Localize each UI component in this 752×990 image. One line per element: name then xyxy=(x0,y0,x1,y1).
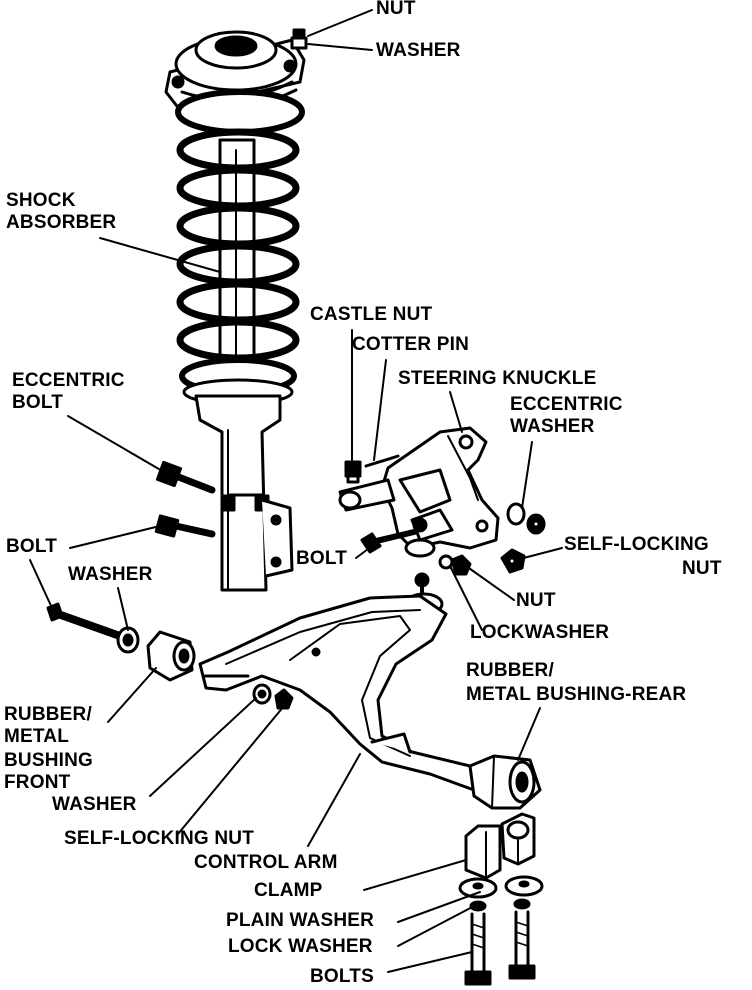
leader-lines xyxy=(29,9,563,973)
label-clamp: CLAMP xyxy=(254,880,323,901)
label-nut-mid: NUT xyxy=(516,590,556,611)
front-washer-shape xyxy=(116,626,140,654)
label-shock-absorber-line1: SHOCK xyxy=(6,190,76,211)
eccentric-washer-shape xyxy=(506,502,546,535)
castle-nut-shape xyxy=(344,460,362,484)
label-washer-top: WASHER xyxy=(376,40,461,61)
label-bolts: BOLTS xyxy=(310,966,374,987)
label-bushing-front-line2: METAL xyxy=(4,726,70,747)
label-self-locking-nut-right-line1: SELF-LOCKING xyxy=(564,534,709,555)
strut-lower-bolt-shape xyxy=(154,514,216,538)
label-plain-washer: PLAIN WASHER xyxy=(226,910,375,931)
label-eccentric-washer-line2: WASHER xyxy=(510,416,595,437)
label-lock-washer: LOCK WASHER xyxy=(228,936,373,957)
label-nut-top: NUT xyxy=(376,0,416,19)
label-shock-absorber-line2: ABSORBER xyxy=(6,212,117,233)
label-washer-bottom: WASHER xyxy=(52,794,137,815)
label-bushing-rear-line2: METAL BUSHING-REAR xyxy=(466,684,687,705)
shock-absorber-body xyxy=(194,394,294,592)
label-eccentric-bolt-line1: ECCENTRIC xyxy=(12,370,125,391)
label-bushing-rear-line1: RUBBER/ xyxy=(466,660,554,681)
front-washer-nut-shape xyxy=(252,683,294,710)
label-bushing-front-line4: FRONT xyxy=(4,772,71,793)
clamp-shape xyxy=(464,812,536,880)
control-arm-shape xyxy=(198,594,476,792)
eccentric-bolt-shape xyxy=(155,460,216,494)
lockwasher-nut-shape xyxy=(438,554,472,576)
label-bushing-front-line1: RUBBER/ xyxy=(4,704,92,725)
lock-washers-shape xyxy=(469,898,531,912)
label-washer-left: WASHER xyxy=(68,564,153,585)
label-self-locking-nut-bottom: SELF-LOCKING NUT xyxy=(64,828,255,849)
bottom-bolts-shape xyxy=(464,910,536,986)
label-steering-knuckle: STEERING KNUCKLE xyxy=(398,368,597,389)
label-lockwasher: LOCKWASHER xyxy=(470,622,610,643)
cotter-pin-shape xyxy=(364,454,400,468)
label-control-arm: CONTROL ARM xyxy=(194,852,338,873)
label-eccentric-washer-line1: ECCENTRIC xyxy=(510,394,623,415)
self-locking-nut-right-shape xyxy=(500,548,526,574)
label-eccentric-bolt-line2: BOLT xyxy=(12,392,64,413)
label-self-locking-nut-right-line2: NUT xyxy=(682,558,722,579)
label-bolt-left: BOLT xyxy=(6,536,58,557)
coil-spring xyxy=(175,89,305,406)
knuckle-bolt-shape xyxy=(360,529,417,554)
top-washer xyxy=(290,28,308,50)
label-castle-nut: CASTLE NUT xyxy=(310,304,433,325)
label-bushing-front-line3: BUSHING xyxy=(4,750,94,771)
front-bolt-shape xyxy=(46,602,124,640)
rear-bushing-shape xyxy=(468,754,542,810)
label-bolt-mid: BOLT xyxy=(296,548,348,569)
steering-knuckle-shape xyxy=(338,426,500,558)
plain-washers-shape xyxy=(458,875,544,899)
label-cotter-pin: COTTER PIN xyxy=(352,334,470,355)
front-bushing-shape xyxy=(146,630,196,682)
